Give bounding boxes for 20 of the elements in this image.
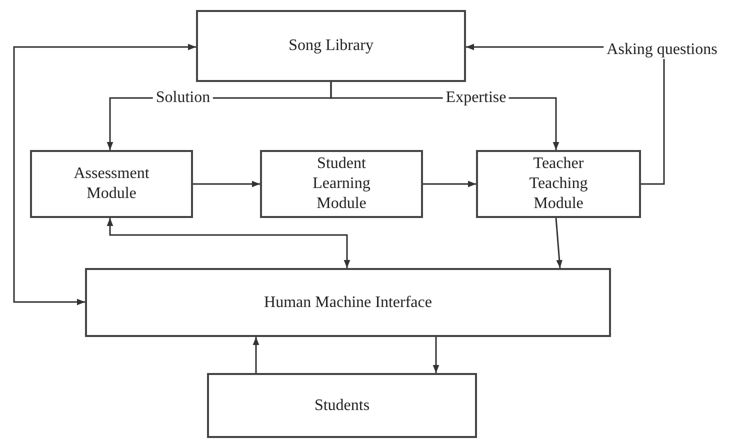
arrow [555,218,563,268]
edge-label: Expertise [442,89,510,107]
arrow [13,44,196,306]
process-box [476,150,641,218]
process-box [196,10,466,82]
arrow [193,180,260,188]
process-box [207,373,477,438]
process-box [260,150,423,218]
arrow [252,337,260,373]
box-label: Teacher Teaching Module [528,154,589,214]
box-label: Assessment Module [72,164,150,204]
process-box [30,150,193,218]
process-box [85,268,611,337]
box-label: Students [314,396,370,416]
arrow [432,337,440,373]
arrow [423,180,476,188]
box-label: Student Learning Module [312,154,372,214]
box-label: Song Library [288,36,374,56]
arrow [106,218,350,268]
box-label: Human Machine Interface [264,292,432,312]
